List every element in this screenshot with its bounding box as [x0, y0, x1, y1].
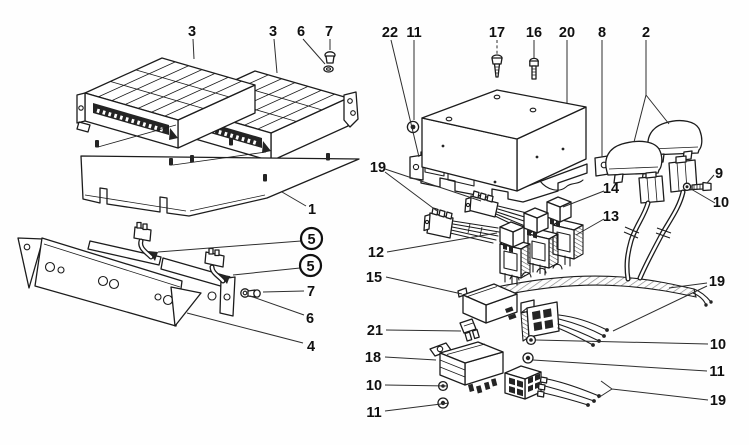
callout-8-bracket: 8 — [598, 25, 606, 41]
callout-1-plate: 1 — [308, 202, 316, 218]
callout-19-harness: 19 — [709, 274, 725, 290]
callout-4-bracket: 4 — [307, 339, 315, 355]
callout-17-screw: 17 — [489, 25, 505, 41]
callout-18-relay: 18 — [365, 350, 381, 366]
callout-10-washer-mid: 10 — [710, 337, 726, 353]
top-screw-washer — [323, 51, 336, 73]
harness-band — [496, 275, 697, 298]
mounting-plate — [80, 124, 360, 217]
callout-13-holders: 13 — [603, 209, 619, 225]
callout-7-screw-top: 7 — [325, 24, 333, 40]
callout-15-relay: 15 — [366, 270, 382, 286]
callout-19-bundle-low: 19 — [710, 393, 726, 409]
callout-6-washer-top: 6 — [297, 24, 305, 40]
callout-11-nut-low: 11 — [366, 405, 381, 421]
power-relay — [429, 341, 504, 394]
callout-3-ecu-right: 3 — [269, 24, 277, 40]
callout-7-bracket-screw: 7 — [307, 284, 315, 300]
callout-3-ecu-left: 3 — [188, 24, 196, 40]
callout-5b: 5 — [306, 259, 314, 275]
callout-14-relays: 14 — [603, 181, 619, 197]
mid-socket — [520, 299, 609, 347]
callout-11-nut-mid: 11 — [709, 364, 724, 380]
callout-16-bolt: 16 — [526, 25, 542, 41]
support-bracket — [17, 221, 261, 327]
wire-bundle-low — [536, 376, 601, 407]
callouts: 3 3 6 7 1 5 5 7 6 4 22 11 17 16 20 8 2 9… — [188, 24, 729, 421]
bolt — [529, 57, 539, 80]
fuse — [459, 318, 480, 342]
callout-10-washer-low: 10 — [366, 378, 382, 394]
boot-screw — [691, 181, 712, 192]
callout-21-fuse: 21 — [367, 323, 383, 339]
callout-circle-5b — [298, 253, 323, 278]
side-bracket — [409, 154, 424, 181]
callout-11-nut-box: 11 — [406, 25, 421, 41]
tapping-screw — [491, 54, 503, 78]
upper-connectors — [423, 190, 529, 244]
callout-6-bracket-washer: 6 — [306, 311, 314, 327]
callout-9-boot-screw: 9 — [715, 166, 723, 182]
callout-12-relay: 12 — [368, 245, 384, 261]
ecu-assembly — [75, 56, 359, 163]
leader-lines — [157, 38, 716, 412]
relay-tray — [409, 151, 588, 203]
callout-2-boots: 2 — [642, 25, 650, 41]
callout-5a: 5 — [307, 232, 315, 248]
callout-10-boot-washer: 10 — [713, 195, 729, 211]
cover-box — [421, 89, 587, 192]
large-relay — [457, 283, 518, 324]
callout-22-side-bracket: 22 — [382, 25, 398, 41]
rubber-boots — [605, 120, 703, 282]
callout-19-connectors: 19 — [370, 160, 386, 176]
ecu-end-bracket — [343, 91, 359, 128]
callout-20-box: 20 — [559, 25, 575, 41]
callout-circle-5a — [299, 226, 324, 251]
low-socket — [504, 365, 542, 400]
